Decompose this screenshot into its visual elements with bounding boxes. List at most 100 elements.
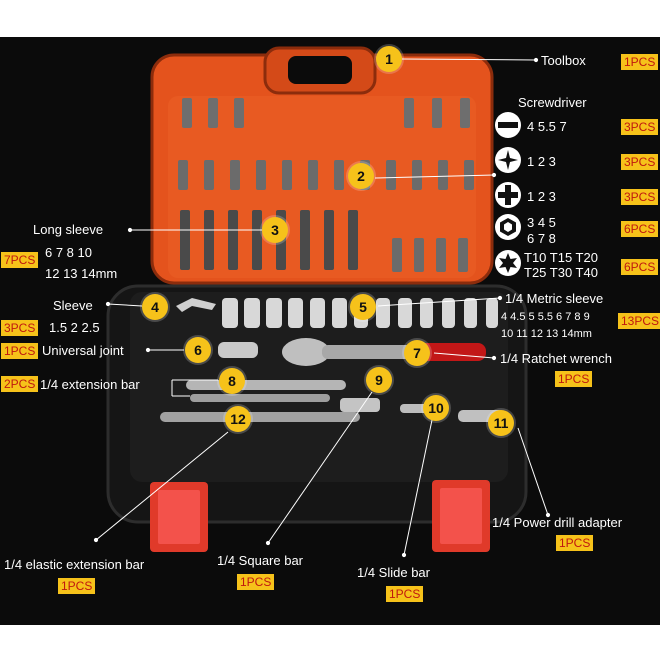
screwdriver-label: Screwdriver (518, 95, 587, 110)
extension-bar-2 (190, 394, 330, 402)
extension-bar-label: 1/4 extension bar (40, 377, 140, 392)
square-bar-label: 1/4 Square bar (217, 553, 304, 568)
badge-9: 9 (366, 367, 392, 393)
power-drill-adapter-label: 1/4 Power drill adapter (492, 515, 623, 530)
screwdriver-bit (178, 160, 188, 190)
slide-bar-pcs: 1PCS (386, 586, 424, 602)
screwdriver-bit (432, 98, 442, 128)
badge-12: 12 (225, 406, 251, 432)
badge-8: 8 (219, 368, 245, 394)
ratchet-wrench-label: 1/4 Ratchet wrench (500, 351, 613, 366)
screwdriver-bit (182, 98, 192, 128)
power-drill-adapter-pcs: 1PCS (556, 535, 594, 551)
badge-10: 10 (423, 395, 449, 421)
leader-lines (93, 57, 551, 558)
socket (332, 298, 347, 328)
badge-3: 3 (262, 217, 288, 243)
torx-sizes-row2: T25 T30 T40 (524, 265, 598, 280)
socket (398, 298, 412, 328)
screwdriver-bit (204, 160, 214, 190)
sleeve-pcs: 3PCS (1, 320, 39, 336)
phillips-pcs: 3PCS (621, 154, 659, 170)
hex-sizes-row1: 3 4 5 (527, 215, 556, 230)
screwdriver-bit (208, 98, 218, 128)
slide-bar-label: 1/4 Slide bar (357, 565, 430, 580)
screwdriver-bit (234, 98, 244, 128)
badge-2: 2 (348, 163, 374, 189)
elastic-extension-bar-label: 1/4 elastic extension bar (4, 557, 145, 572)
hex-key-sleeve (176, 298, 216, 312)
socket (244, 298, 260, 328)
hex-pcs: 6PCS (621, 221, 659, 237)
square-bar-pcs: 1PCS (237, 574, 275, 590)
phillips-bit-icon (495, 147, 521, 173)
metric-sizes-row2: 10 11 12 13 14mm (501, 328, 592, 340)
extension-bar-pcs: 2PCS (1, 376, 39, 392)
screwdriver-bit (204, 210, 214, 270)
screwdriver-bit (386, 160, 396, 190)
cross-bit-icon (495, 182, 521, 208)
socket (288, 298, 303, 328)
extension-bar (186, 380, 346, 390)
metric-sleeve-label: 1/4 Metric sleeve (505, 291, 604, 306)
screwdriver-bit (180, 210, 190, 270)
elastic-extension-bar-pcs: 1PCS (58, 578, 96, 594)
lid-screwdriver-bits-area (168, 96, 476, 278)
socket (266, 298, 282, 328)
metric-sizes-row1: 4 4.5 5 5.5 6 7 8 9 (501, 311, 590, 323)
badge-11: 11 (488, 410, 514, 436)
badge-4: 4 (142, 294, 168, 320)
badge-6: 6 (185, 337, 211, 363)
screwdriver-bit (436, 238, 446, 272)
long-sleeve-sizes-row1: 6 7 8 10 (45, 245, 92, 260)
universal-joint-label: Universal joint (42, 343, 124, 358)
screwdriver-bit (458, 238, 468, 272)
torx-sizes-row1: T10 T15 T20 (524, 250, 598, 265)
slotted-bit-icon (495, 112, 521, 138)
toolbox-pcs: 1PCS (621, 54, 659, 70)
socket (376, 298, 390, 328)
long-sleeve-label: Long sleeve (33, 222, 104, 237)
metric-sockets (222, 298, 498, 328)
hex-sizes-row2: 6 7 8 (527, 231, 556, 246)
torx-bit-icon (495, 250, 521, 276)
torx-pcs: 6PCS (621, 259, 659, 275)
badge-1: 1 (376, 46, 402, 72)
socket (222, 298, 238, 328)
screwdriver-bit (464, 160, 474, 190)
slotted-pcs: 3PCS (621, 119, 659, 135)
square-bar (340, 398, 380, 412)
slotted-sizes: 4 5.5 7 (527, 119, 567, 134)
toolbox-label: Toolbox (541, 53, 586, 68)
screwdriver-bit (228, 210, 238, 270)
lid-bits (178, 98, 474, 272)
long-sleeve-pcs: 7PCS (1, 252, 39, 268)
screwdriver-bit (414, 238, 424, 272)
screwdriver-bit (412, 160, 422, 190)
screwdriver-bit (348, 210, 358, 270)
screwdriver-bit (334, 160, 344, 190)
phillips-sizes: 1 2 3 (527, 154, 556, 169)
screwdriver-bit (392, 238, 402, 272)
ratchet-wrench-pcs: 1PCS (555, 371, 593, 387)
screwdriver-bit (308, 160, 318, 190)
badge-5: 5 (350, 294, 376, 320)
cross-pcs: 3PCS (621, 189, 659, 205)
screwdriver-bit (324, 210, 334, 270)
cross-sizes: 1 2 3 (527, 189, 556, 204)
screwdriver-bit (404, 98, 414, 128)
socket (486, 298, 498, 328)
screwdriver-bit (438, 160, 448, 190)
hex-bit-icon (495, 214, 521, 240)
universal-joint-pcs: 1PCS (1, 343, 39, 359)
socket (420, 298, 433, 328)
metric-sleeve-pcs: 13PCS (618, 313, 660, 329)
badge-7: 7 (404, 340, 430, 366)
screwdriver-bit (460, 98, 470, 128)
screwdriver-bit (230, 160, 240, 190)
screwdriver-bit (256, 160, 266, 190)
universal-joint (218, 342, 258, 358)
socket (442, 298, 455, 328)
screwdriver-bit (252, 210, 262, 270)
